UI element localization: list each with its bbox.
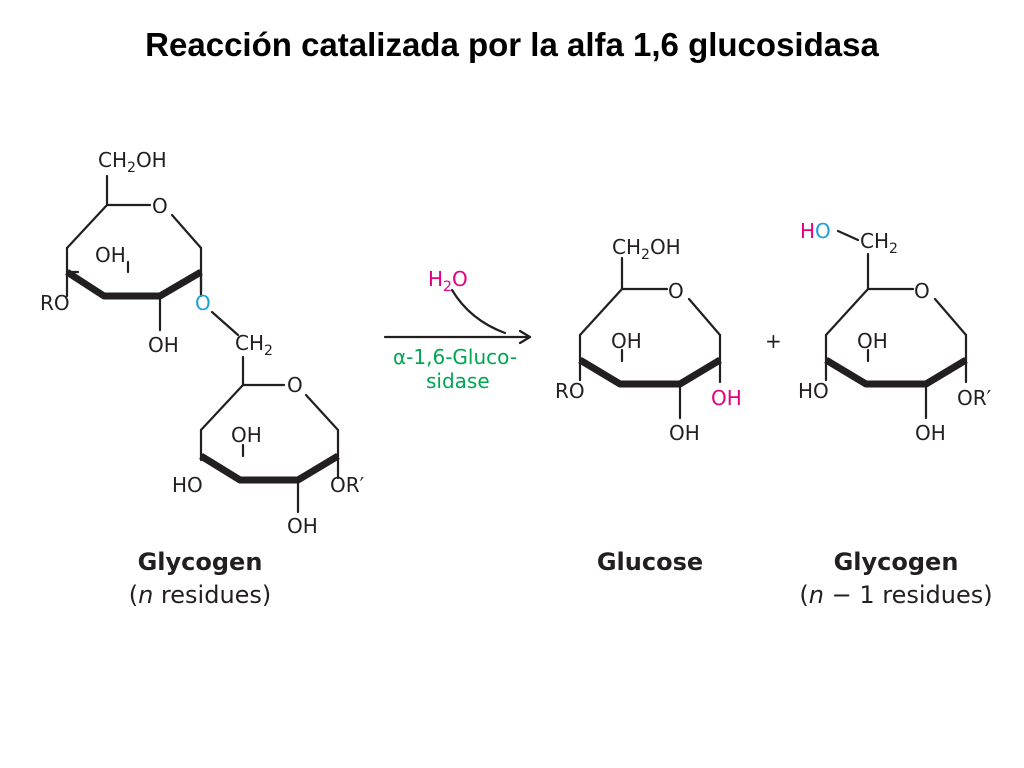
product-oh-bottom: OH: [915, 421, 946, 445]
reactant-ch2oh-label: CH2OH: [98, 148, 167, 176]
water-label: H2O: [428, 267, 468, 295]
glucose-oh-bottom: OH: [669, 421, 700, 445]
reactant-upper-ring: [65, 174, 203, 332]
reactant-upper-oh-top: OH: [95, 243, 126, 267]
reactant-ch2-label: CH2: [235, 331, 273, 359]
product-ho: HO: [798, 379, 829, 403]
product-ho-label: HO: [800, 219, 831, 243]
product-ring-o: O: [914, 279, 930, 303]
glucose-ring: [578, 256, 722, 420]
glucose-oh-c1: OH: [711, 386, 742, 410]
reactant-upper-ring-o: O: [152, 194, 168, 218]
product-ring: [824, 252, 968, 420]
reactant-lower-oh-bottom: OH: [287, 514, 318, 538]
plus-sign: +: [765, 329, 782, 353]
reactant-ch2-text: CH: [98, 148, 127, 172]
glucose-name: Glucose: [597, 548, 703, 576]
glucose-ro: RO: [555, 379, 585, 403]
product-name: Glycogen: [834, 548, 959, 576]
reaction-arrow: [383, 288, 532, 345]
product-oh-top: OH: [857, 329, 888, 353]
reactant-ro: RO: [40, 291, 70, 315]
enzyme-label-line1: α-1,6-Gluco-: [393, 345, 517, 369]
reactant-lower-oh-top: OH: [231, 423, 262, 447]
linkage-oxygen: O: [195, 291, 211, 315]
reactant-lower-ring-o: O: [287, 373, 303, 397]
product-ch2-label: CH2: [860, 229, 898, 257]
enzyme-label-line2: sidase: [426, 369, 490, 393]
page-title: Reacción catalizada por la alfa 1,6 gluc…: [145, 26, 879, 63]
reactant-residues: (n residues): [129, 581, 272, 609]
reactant-ho: HO: [172, 473, 203, 497]
reactant-lower-ring: [199, 355, 340, 514]
glucose-oh-top: OH: [611, 329, 642, 353]
reactant-or-prime: OR′: [330, 473, 365, 497]
product-or-prime: OR′: [957, 386, 992, 410]
glucose-ch2oh-label: CH2OH: [612, 235, 681, 263]
reactant-name: Glycogen: [138, 548, 263, 576]
product-residues: (n − 1 residues): [799, 581, 992, 609]
glucose-ring-o: O: [668, 279, 684, 303]
reactant-upper-oh-bottom: OH: [148, 333, 179, 357]
